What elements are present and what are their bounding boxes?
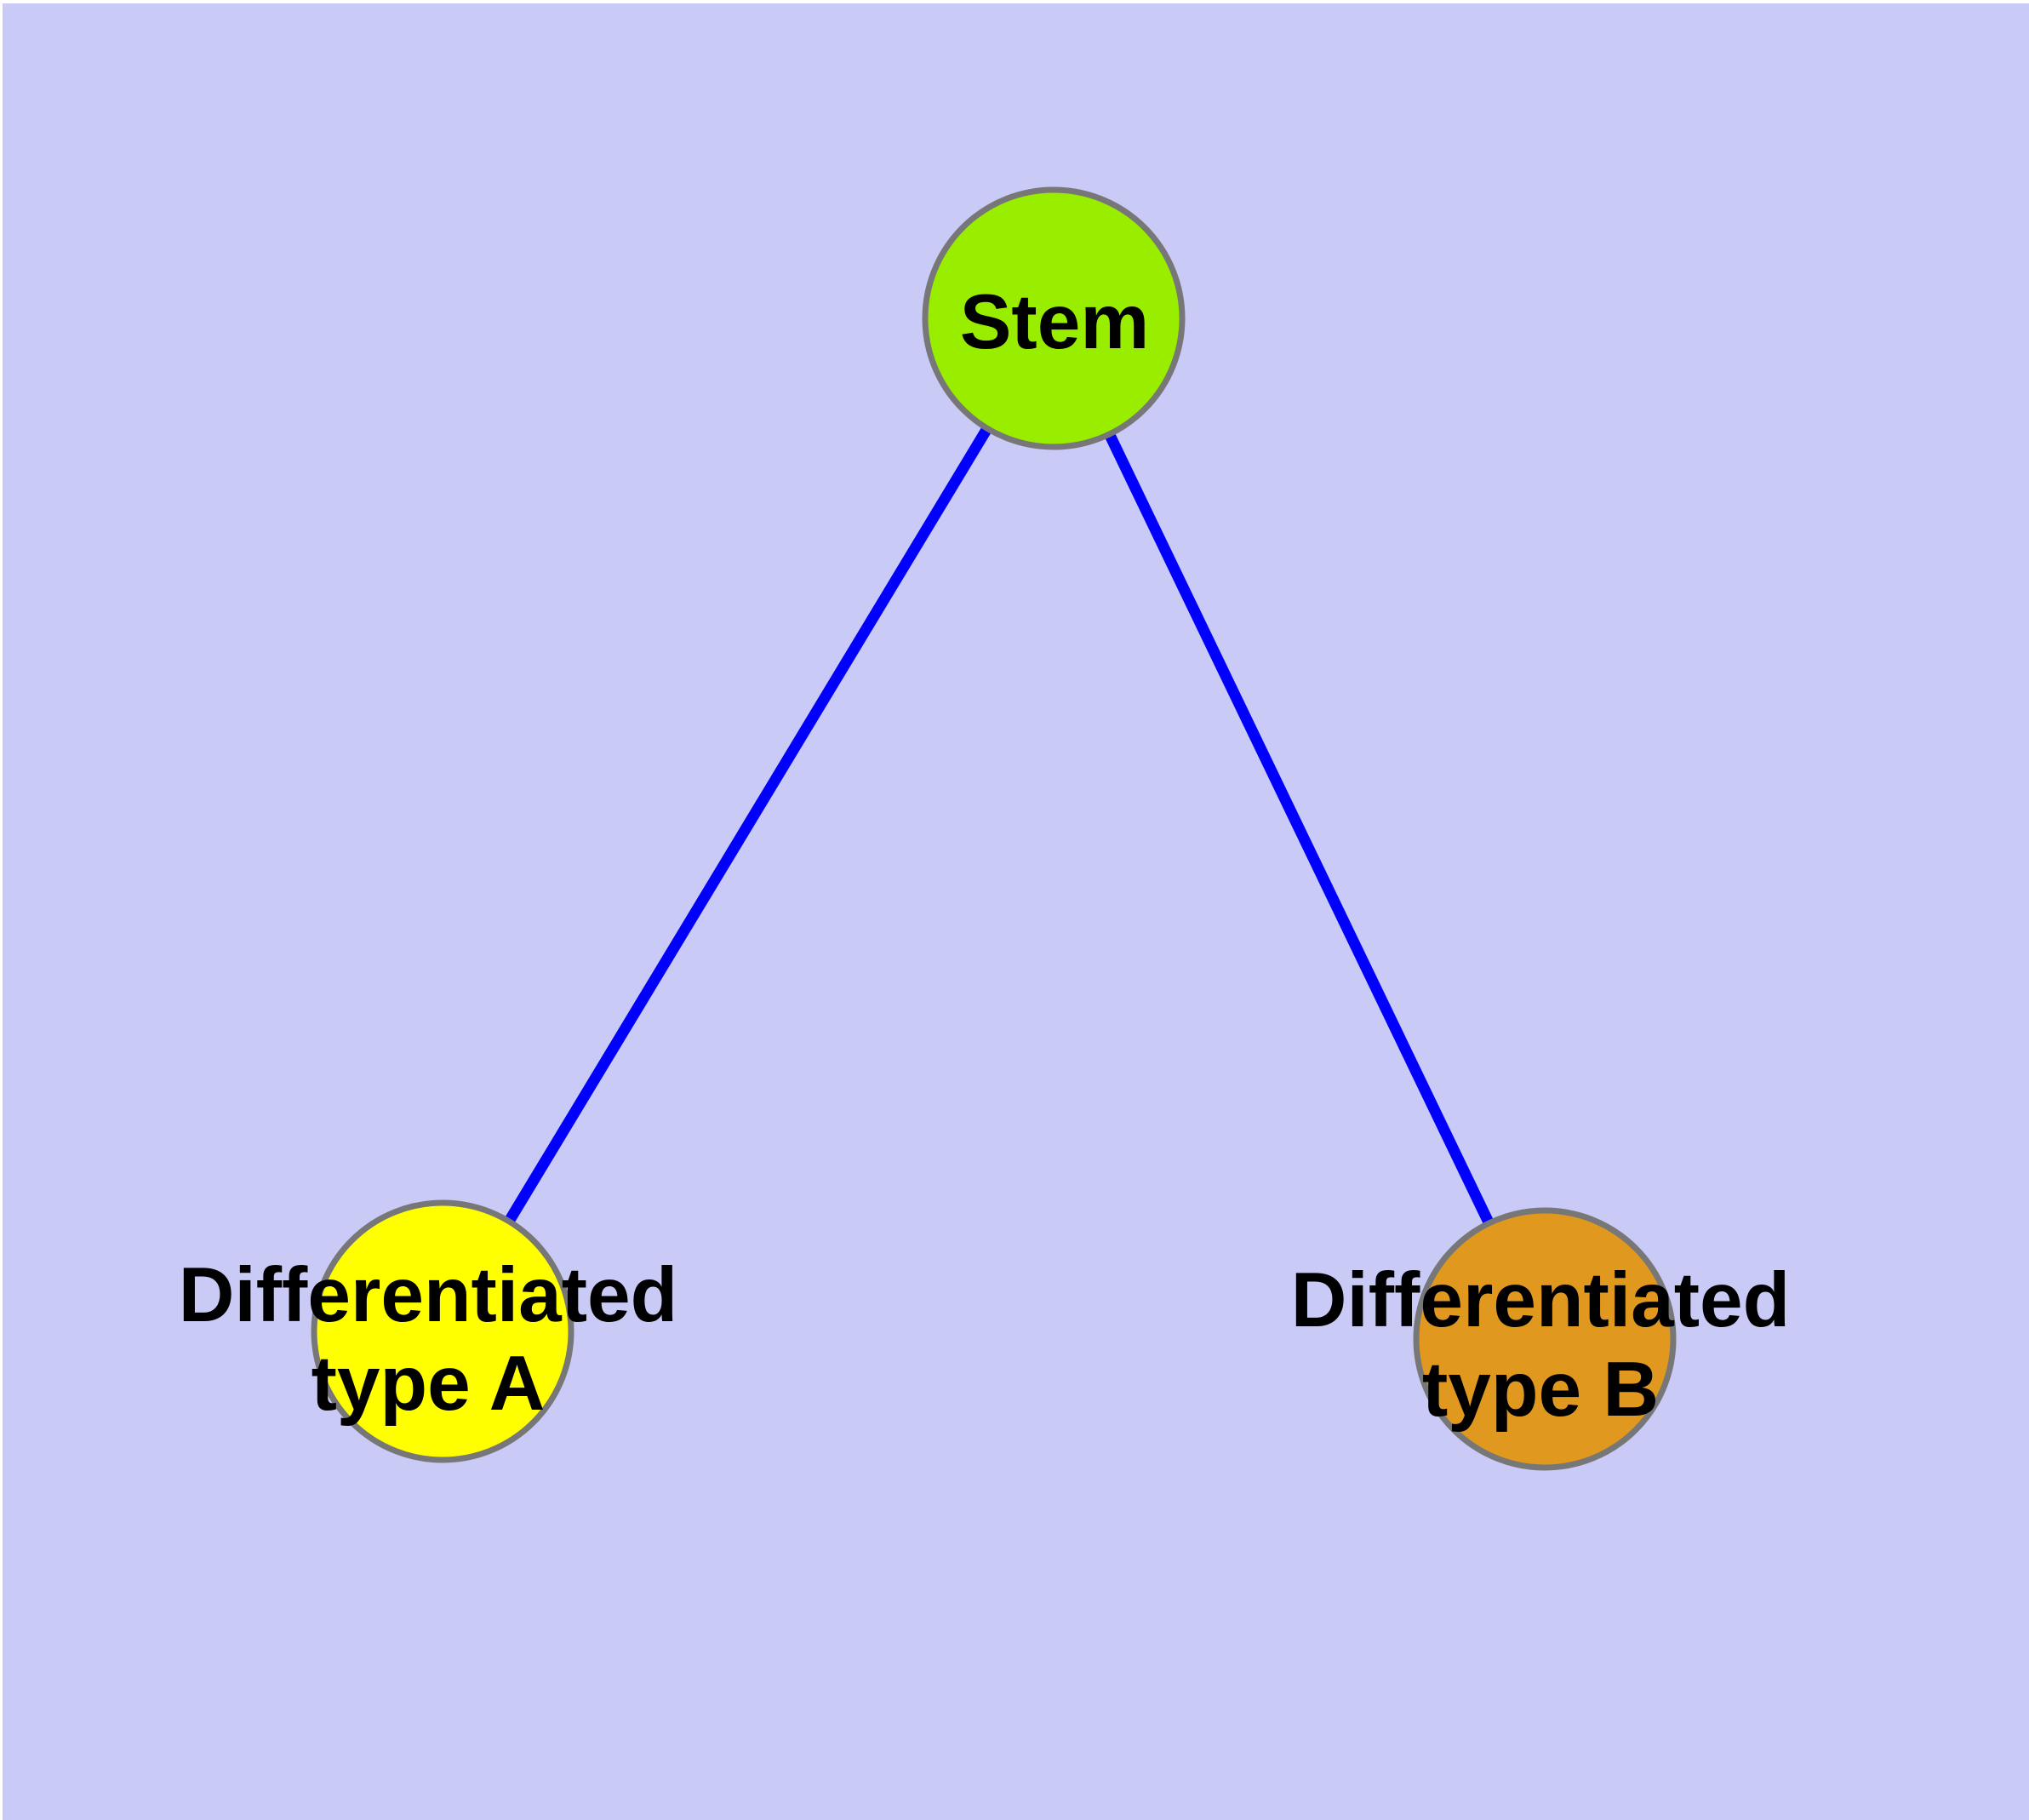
node-type-b-label-line2: type B — [1422, 1347, 1659, 1433]
edge-stem-to-type-b — [1049, 316, 1550, 1342]
edge-group — [437, 315, 1550, 1342]
node-type-a-label-line2: type A — [311, 1341, 546, 1427]
edge-stem-to-type-a — [437, 315, 1059, 1335]
node-differentiated-type-b — [1413, 1207, 1677, 1471]
node-type-b-label-line1: Differentiated — [1291, 1257, 1791, 1343]
node-stem-label: Stem — [960, 279, 1150, 365]
label-group: Stem Differentiated type A Differentiate… — [179, 279, 1791, 1433]
node-stem — [922, 186, 1186, 450]
node-type-a-label-line1: Differentiated — [179, 1252, 678, 1338]
node-group — [311, 186, 1677, 1471]
node-differentiated-type-a — [311, 1199, 574, 1463]
